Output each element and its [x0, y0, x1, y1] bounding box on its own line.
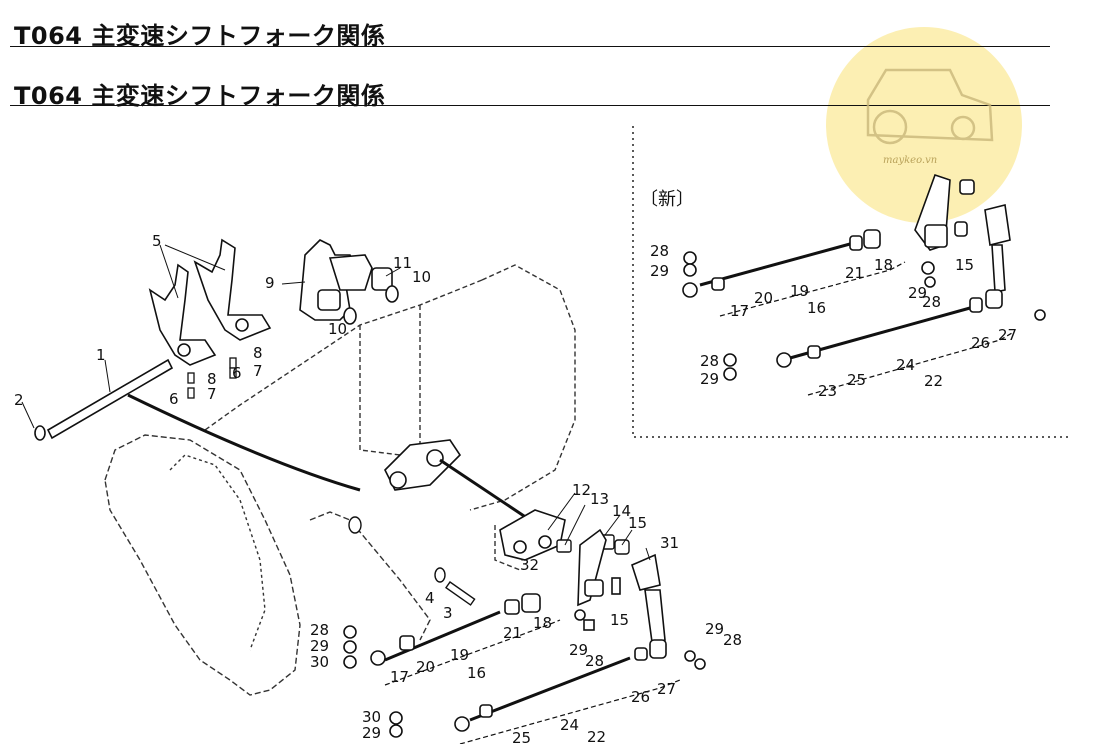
linkage-rod-lower-19: [343, 593, 595, 669]
callout-29c: 29: [705, 620, 724, 638]
inset-callout-23: 23: [818, 382, 837, 400]
callout-1: 1: [96, 346, 106, 364]
inset-callout-25: 25: [847, 371, 866, 389]
shift-forks: [148, 238, 272, 366]
callout-28c: 28: [723, 631, 742, 649]
inset-label: 〔新〕: [640, 189, 694, 210]
callouts-inset: 28 29 19 21 18 20 17 16 29 28 15 28 29 2…: [650, 242, 1017, 400]
callout-29d: 29: [362, 724, 381, 742]
callout-21: 21: [503, 624, 522, 642]
callout-28b: 28: [585, 652, 604, 670]
inset-callout-29: 29: [650, 262, 669, 280]
shift-link-plate: [384, 439, 566, 561]
callout-17: 17: [390, 668, 409, 686]
callout-9: 9: [265, 274, 275, 292]
callout-6b: 6: [169, 390, 179, 408]
callouts-main: 5 1 2 8 6 7 8 6 7 9 11 10 10 12 13 14 15…: [14, 232, 742, 744]
callout-27: 27: [657, 680, 676, 698]
inset-callout-29c: 28: [700, 352, 719, 370]
callout-29a: 29: [310, 637, 329, 655]
inset-callout-26: 26: [971, 334, 990, 352]
callout-3: 3: [443, 604, 453, 622]
clutch-housing: [104, 434, 431, 696]
callout-25: 25: [512, 729, 531, 744]
callout-24: 24: [560, 716, 579, 734]
callout-15b: 15: [610, 611, 629, 629]
wire-harness: [127, 393, 361, 492]
transmission-case: [204, 264, 576, 571]
callout-22: 22: [587, 728, 606, 744]
title-rule-top: [10, 46, 1050, 47]
page-title-top: T064 主変速シフトフォーク関係: [14, 22, 386, 50]
callout-29b: 29: [569, 641, 588, 659]
shift-lever-lower: [577, 528, 666, 643]
callout-32: 32: [520, 556, 539, 574]
inset-callout-21: 21: [845, 264, 864, 282]
callout-19: 19: [450, 646, 469, 664]
callout-2: 2: [14, 391, 24, 409]
inset-callout-15: 15: [955, 256, 974, 274]
callout-5: 5: [152, 232, 162, 250]
inset-callout-28b: 28: [922, 293, 941, 311]
shift-shaft-assembly: [299, 239, 399, 325]
inset-callout-24: 24: [896, 356, 915, 374]
callout-4: 4: [425, 589, 435, 607]
callout-16: 16: [467, 664, 486, 682]
inset-callout-28c: 29: [700, 370, 719, 388]
inset-frame: [632, 126, 1070, 438]
callout-26: 26: [631, 688, 650, 706]
inset-callout-20: 20: [754, 289, 773, 307]
callout-8b: 8: [207, 370, 217, 388]
callout-14: 14: [612, 502, 631, 520]
callout-12: 12: [572, 481, 591, 499]
inset-callout-19: 19: [790, 282, 809, 300]
callout-7b: 7: [207, 385, 217, 403]
callout-31: 31: [660, 534, 679, 552]
callout-20: 20: [416, 658, 435, 676]
shift-rod: [34, 358, 174, 441]
callout-7a: 7: [253, 362, 263, 380]
inset-callout-27: 27: [998, 326, 1017, 344]
tractor-watermark-icon: [866, 68, 994, 145]
title-rule: [10, 105, 1050, 106]
callout-15: 15: [628, 514, 647, 532]
bolts-lower: [348, 516, 630, 606]
inset-callout-29b: 29: [908, 284, 927, 302]
shift-pins-springs: [187, 357, 237, 399]
watermark-text: maykeo.vn: [883, 155, 938, 166]
inset-linkage-rod-19: [682, 229, 881, 298]
callout-11: 11: [393, 254, 412, 272]
inset-callout-17: 17: [730, 302, 749, 320]
linkage-rod-lower-24: [389, 639, 706, 738]
inset-callout-28: 28: [650, 242, 669, 260]
inset-callout-22: 22: [924, 372, 943, 390]
callout-13: 13: [590, 490, 609, 508]
callout-28a: 28: [310, 621, 329, 639]
inset-callout-18: 18: [874, 256, 893, 274]
callout-30b: 30: [362, 708, 381, 726]
callout-30a: 30: [310, 653, 329, 671]
inset-linkage-rod-24: [723, 289, 1046, 381]
callout-10b: 10: [328, 320, 347, 338]
callout-8a: 8: [253, 344, 263, 362]
inset-callout-16: 16: [807, 299, 826, 317]
watermark-badge: [826, 27, 1022, 223]
callout-6a: 6: [232, 364, 242, 382]
leader-lines: [21, 244, 651, 561]
callout-10a: 10: [412, 268, 431, 286]
inset-shift-lever: [914, 173, 1011, 293]
assembly-brackets: [384, 261, 1013, 744]
callout-18: 18: [533, 614, 552, 632]
